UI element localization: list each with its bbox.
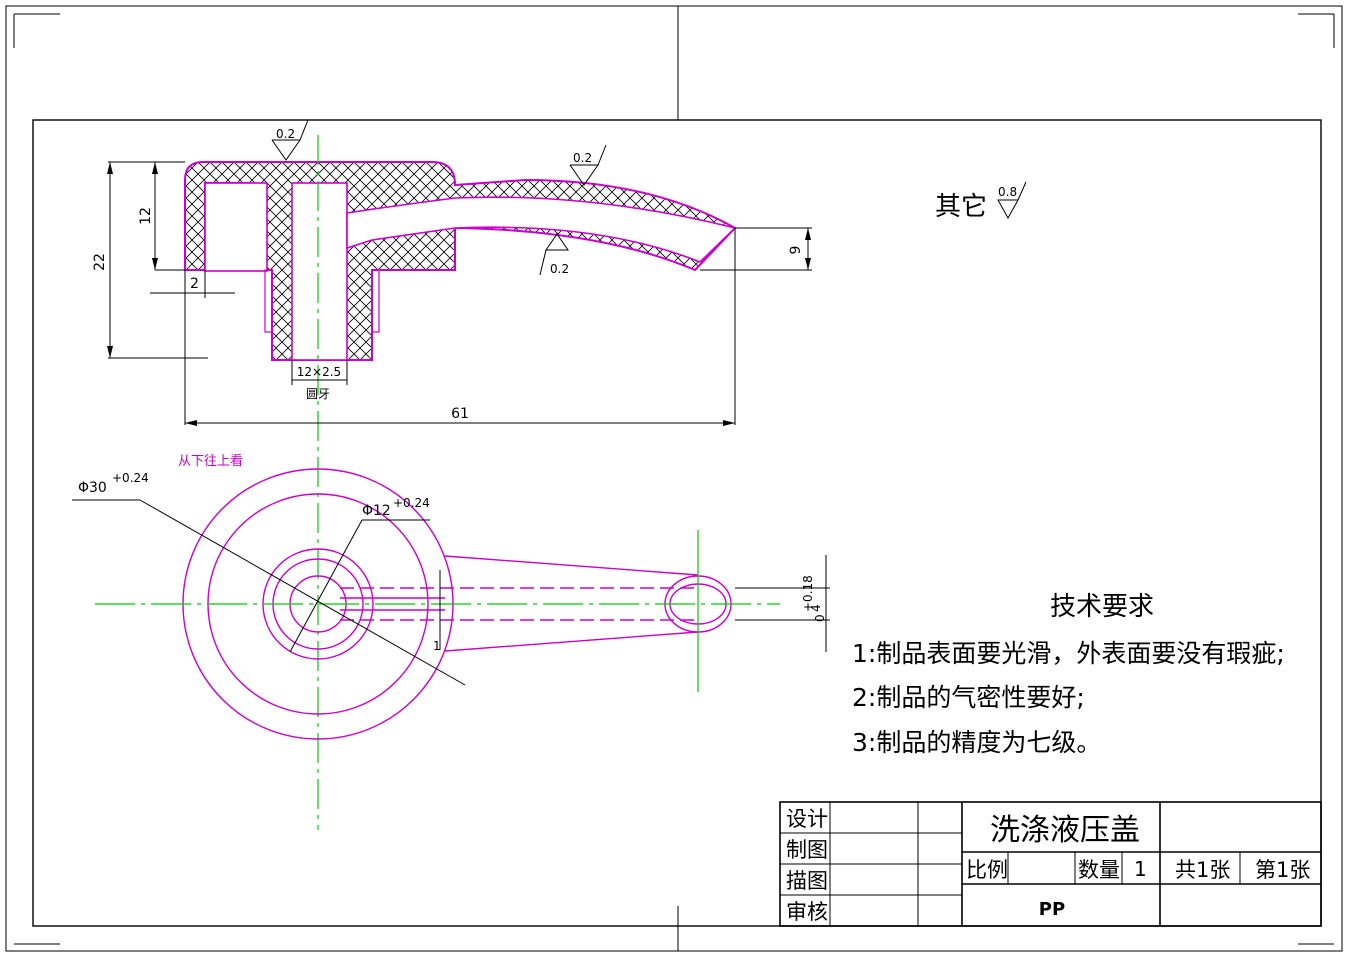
qty-value: 1	[1134, 857, 1147, 881]
view-note: 从下往上看	[178, 453, 243, 469]
dim-total-height: 22	[92, 253, 108, 271]
tech-req-title: 技术要求	[1050, 592, 1154, 622]
qty-label: 数量	[1078, 858, 1120, 882]
other-roughness: 其它 0.8	[935, 181, 1027, 222]
role-tracing: 描图	[786, 869, 828, 893]
tech-req-item-1: 1:制品表面要光滑，外表面要没有瑕疵;	[852, 639, 1285, 668]
dim-slot-w: 1	[433, 639, 441, 653]
dim-length: 61	[451, 406, 469, 422]
dim-inner-dia: Φ12	[362, 503, 391, 519]
dim-outer-tol: +0.24	[112, 471, 149, 485]
roughness-label-1: 0.2	[276, 127, 295, 141]
dim-slot-tol: +0.18	[801, 575, 815, 612]
tech-req-item-2: 2:制品的气密性要好;	[852, 683, 1085, 712]
tech-requirements: 技术要求 1:制品表面要光滑，外表面要没有瑕疵; 2:制品的气密性要好; 3:制…	[852, 592, 1285, 757]
section-view: 22 12 2 9 61 12×2.5 圆牙 0.2 0.2 0.2	[92, 119, 812, 830]
dim-slot-h: 4	[809, 604, 823, 612]
tech-req-item-3: 3:制品的精度为七级。	[852, 728, 1101, 757]
sheet-number: 第1张	[1255, 858, 1310, 882]
roughness-label-3: 0.2	[550, 262, 569, 276]
bottom-view: 从下往上看 Φ30	[72, 453, 830, 740]
role-drafting: 制图	[786, 838, 828, 862]
dim-inner-height: 12	[138, 207, 154, 225]
roughness-label-2: 0.2	[573, 151, 592, 165]
sheets-total: 共1张	[1175, 858, 1230, 882]
other-roughness-label: 其它	[935, 192, 987, 222]
role-design: 设计	[786, 807, 828, 831]
roughness-symbol	[271, 119, 607, 276]
material: PP	[1039, 899, 1065, 920]
part-name: 洗涤液压盖	[990, 813, 1140, 848]
scale-label: 比例	[966, 858, 1008, 882]
role-review: 审核	[786, 900, 828, 924]
dim-outer-dia: Φ30	[78, 480, 107, 496]
dim-wall: 2	[190, 276, 199, 292]
sheet-frame	[5, 5, 1343, 952]
dim-thread-note: 圆牙	[306, 387, 330, 401]
title-block: 设计 制图 描图 审核 洗涤液压盖 比例 数量 1 共1张 第1张 PP	[779, 801, 1322, 927]
dim-tip-height: 9	[788, 246, 804, 255]
other-roughness-value: 0.8	[998, 185, 1017, 199]
dim-thread: 12×2.5	[297, 365, 341, 379]
dim-slot-tol2: 0	[813, 614, 827, 622]
dim-inner-tol: +0.24	[393, 496, 430, 510]
